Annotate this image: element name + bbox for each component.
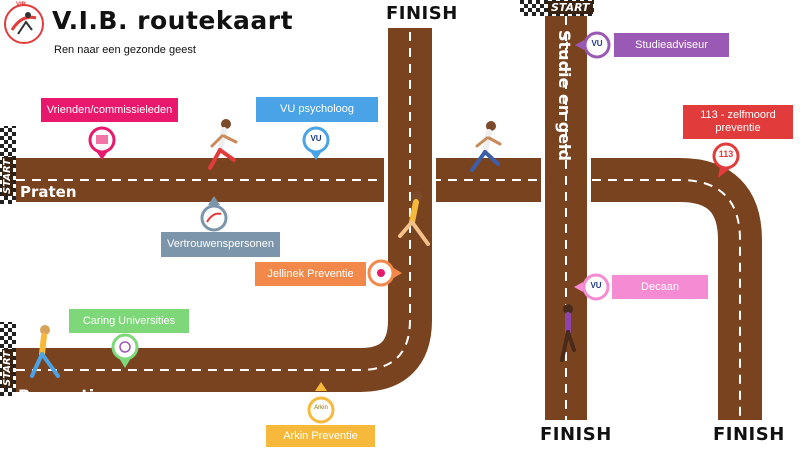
studieadviseur-label[interactable]: Studieadviseur <box>635 38 708 51</box>
caring-box <box>69 309 189 333</box>
track-label-preventie: Preventie <box>18 386 106 405</box>
finish-label-praten: FINISH <box>713 424 785 445</box>
jellinek-label[interactable]: Jellinek Preventie <box>267 267 354 280</box>
start-label-praten: START <box>2 156 13 196</box>
arkin-label[interactable]: Arkin Preventie <box>283 429 358 442</box>
jellinek-box <box>255 262 366 286</box>
page-subtitle: Ren naar een gezonde geest <box>54 44 196 56</box>
runner-preventie-track <box>398 191 430 246</box>
caring-label[interactable]: Caring Universities <box>82 314 176 327</box>
start-label-studie: START <box>548 1 593 14</box>
arkin-box <box>266 425 375 447</box>
preventie-track <box>0 0 436 396</box>
finish-band-studie <box>541 420 591 450</box>
logo-text: VIB <box>16 2 27 8</box>
decaan-pin-text: VU <box>590 281 602 290</box>
vu-psycholoog-pin-text: VU <box>310 134 322 143</box>
page-title: V.I.B. routekaart <box>52 6 294 35</box>
zelfmoord-pin[interactable] <box>712 142 740 178</box>
runner-praten-right <box>470 121 502 172</box>
vrienden-label[interactable]: Vrienden/commissieleden <box>46 103 173 116</box>
studie-track <box>541 0 591 450</box>
caring-pin[interactable] <box>111 333 139 368</box>
decaan-box <box>612 275 708 299</box>
finish-band-top <box>386 0 434 28</box>
decaan-label[interactable]: Decaan <box>641 280 679 293</box>
track-label-studie: Studie en geld <box>555 30 574 161</box>
vu-psycholoog-pin[interactable] <box>302 126 330 160</box>
start-label-preventie: START <box>2 348 13 388</box>
vertrouwen-label[interactable]: Vertrouwenspersonen <box>166 238 274 251</box>
studieadviseur-pin[interactable] <box>575 31 611 59</box>
vu-psycholoog-box <box>256 97 378 122</box>
runner-praten-left <box>208 119 238 170</box>
track-label-praten: Praten <box>20 183 77 201</box>
vertrouwen-box <box>161 232 280 257</box>
zelfmoord-pin-text: 113 <box>718 149 734 159</box>
zelfmoord-label[interactable]: 113 - zelfmoord preventie <box>700 109 776 134</box>
finish-label-top: FINISH <box>386 3 458 24</box>
decaan-pin[interactable] <box>574 273 610 301</box>
vertrouwen-pin[interactable] <box>200 196 228 232</box>
arkin-pin-text: Arkin <box>314 405 328 411</box>
vrienden-box <box>41 98 178 122</box>
vu-psycholoog-label[interactable]: VU psycholoog <box>280 103 354 116</box>
finish-label-studie: FINISH <box>540 424 612 445</box>
runner-studie <box>560 304 576 362</box>
finish-band-praten <box>714 420 766 450</box>
vib-logo <box>4 4 44 44</box>
studieadviseur-box <box>614 33 729 57</box>
runner-preventie-left <box>30 325 60 378</box>
zelfmoord-box <box>683 105 793 139</box>
arkin-pin[interactable] <box>307 382 335 424</box>
studieadviseur-pin-text: VU <box>591 39 603 48</box>
vrienden-pin[interactable] <box>88 126 116 160</box>
jellinek-pin[interactable] <box>367 259 402 287</box>
praten-track <box>0 154 766 450</box>
